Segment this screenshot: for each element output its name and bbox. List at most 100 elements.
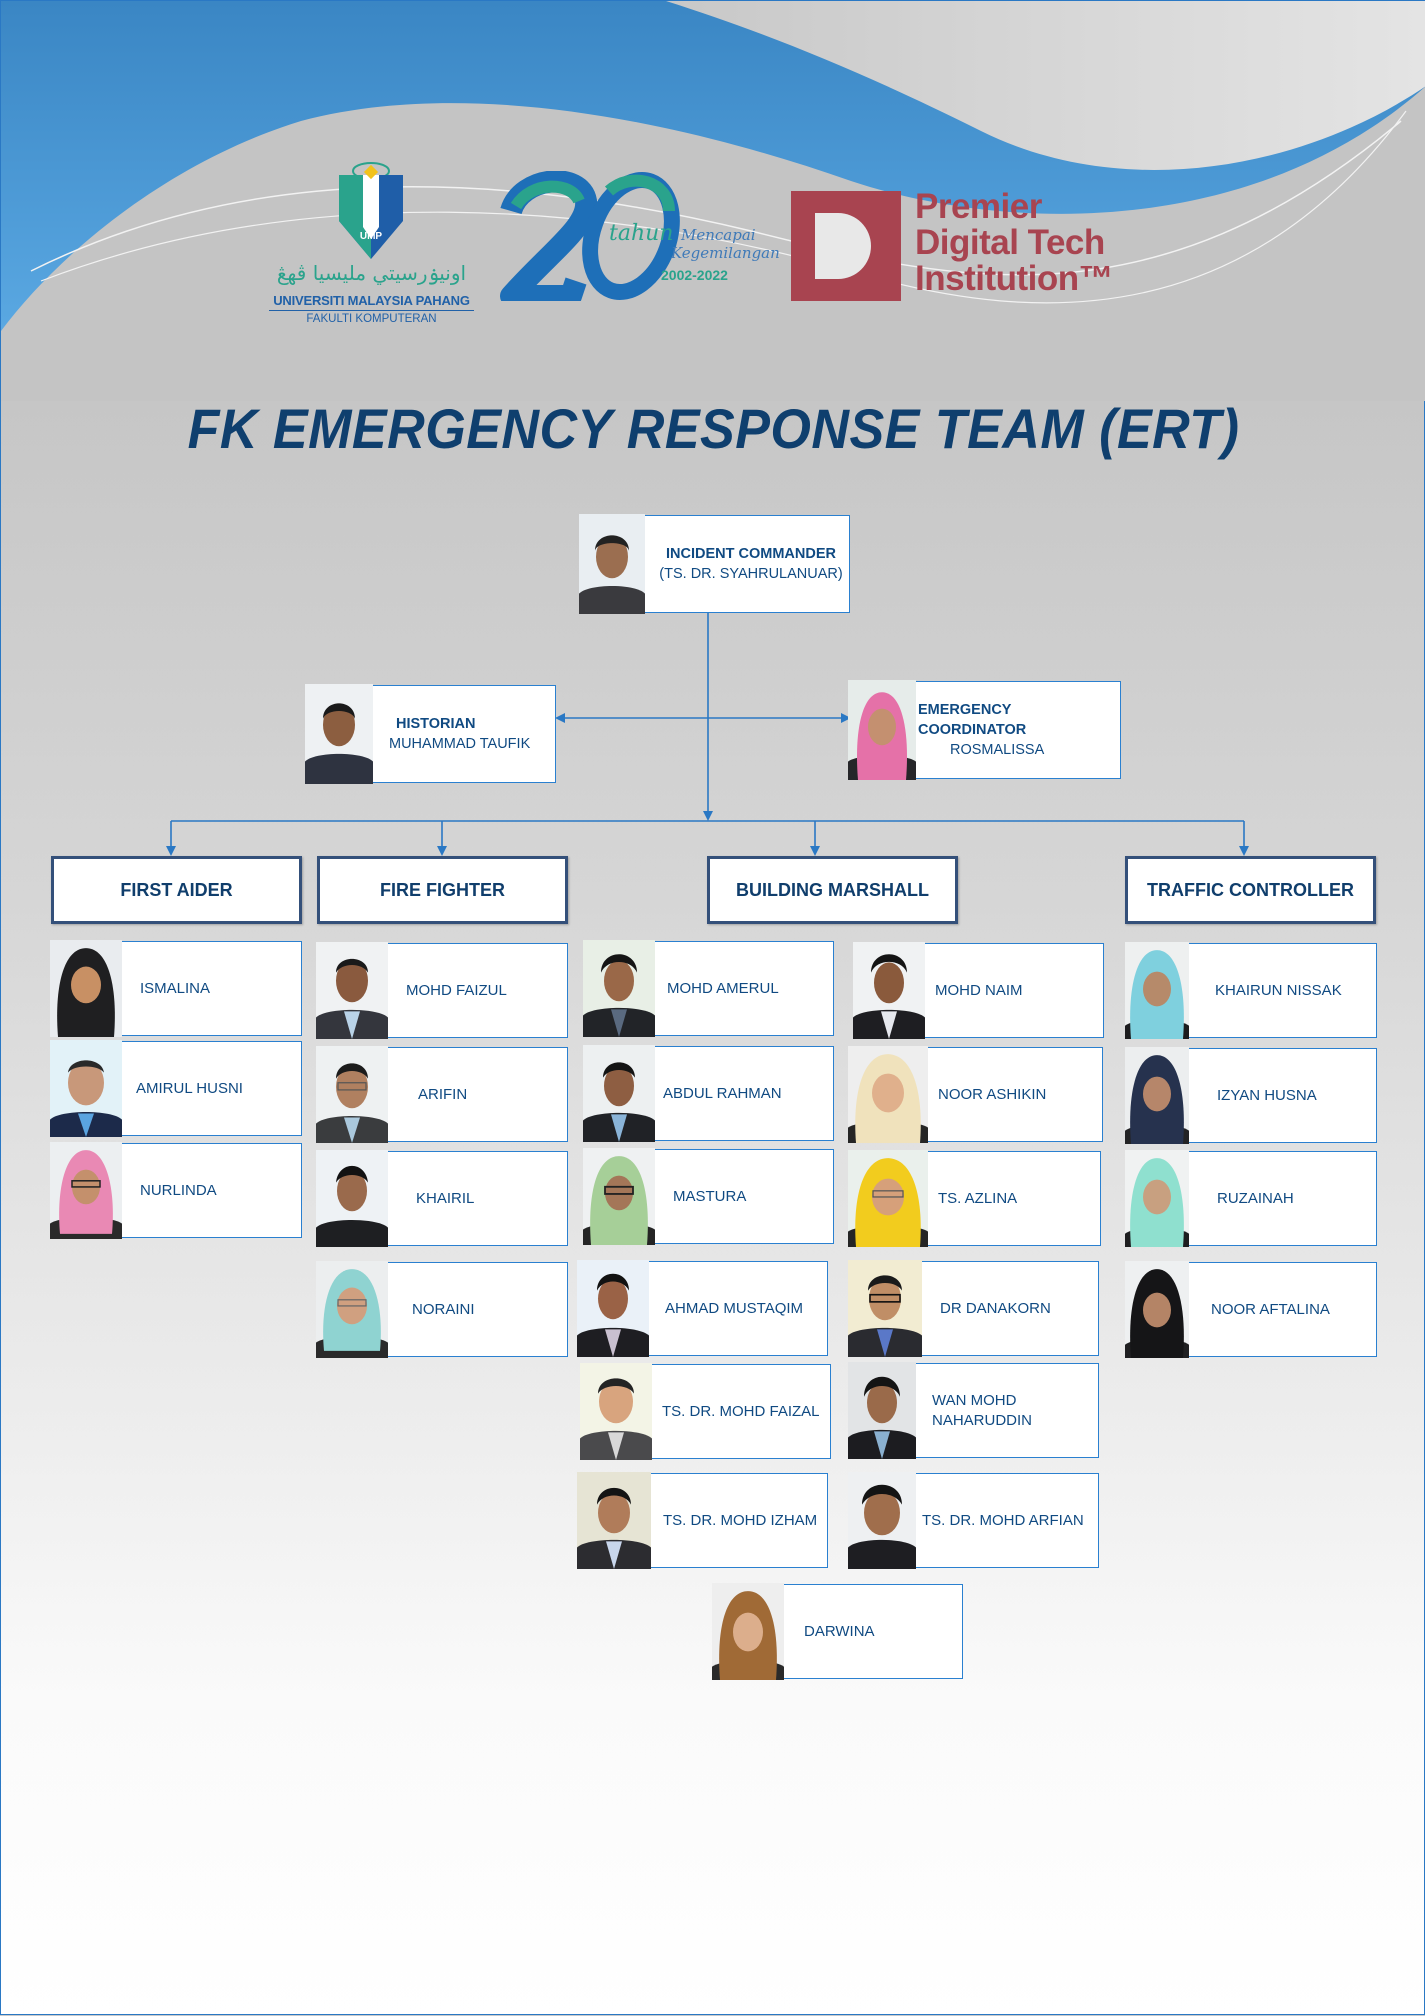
incident-commander-role: INCIDENT COMMANDER xyxy=(666,546,836,562)
avatar xyxy=(1125,1150,1189,1247)
pdt-d-icon xyxy=(791,191,901,301)
team-header-traffic-controller: TRAFFIC CONTROLLER xyxy=(1125,856,1376,924)
member-name: IZYAN HUSNA xyxy=(1217,1086,1317,1104)
avatar xyxy=(50,1142,122,1239)
member-card: DARWINA xyxy=(712,1583,963,1680)
team-header-first-aider: FIRST AIDER xyxy=(51,856,302,924)
member-card: ARIFIN xyxy=(316,1046,568,1143)
historian-role: HISTORIAN xyxy=(396,716,476,732)
member-card: TS. DR. MOHD ARFIAN xyxy=(848,1472,1099,1569)
avatar xyxy=(712,1583,784,1680)
member-card: NOOR ASHIKIN xyxy=(848,1046,1103,1143)
avatar xyxy=(316,1046,388,1143)
member-name: MOHD FAIZUL xyxy=(406,981,507,999)
member-card: DR DANAKORN xyxy=(848,1260,1099,1357)
pdt-line-3: Institution™ xyxy=(915,259,1114,298)
avatar xyxy=(848,1046,928,1143)
pdt-line-2: Digital Tech xyxy=(915,223,1105,262)
member-name: TS. DR. MOHD FAIZAL xyxy=(662,1402,820,1420)
historian-name: MUHAMMAD TAUFIK xyxy=(389,736,531,752)
avatar xyxy=(316,1261,388,1358)
ump-university-name: UNIVERSITI MALAYSIA PAHANG xyxy=(269,293,474,311)
avatar xyxy=(848,1150,928,1247)
member-name: MOHD NAIM xyxy=(935,981,1023,999)
historian-card: HISTORIAN MUHAMMAD TAUFIK xyxy=(305,684,556,784)
member-card: TS. DR. MOHD IZHAM xyxy=(577,1472,828,1569)
avatar xyxy=(583,1045,655,1142)
member-card: MASTURA xyxy=(583,1148,834,1245)
member-card: MOHD AMERUL xyxy=(583,940,834,1037)
member-name: NOOR AFTALINA xyxy=(1211,1300,1330,1318)
member-card: ABDUL RAHMAN xyxy=(583,1045,834,1142)
avatar xyxy=(1125,942,1189,1039)
anniversary-tagline-1: Mencapai xyxy=(681,226,756,244)
member-name: DR DANAKORN xyxy=(940,1299,1051,1317)
member-name: NORAINI xyxy=(412,1300,475,1318)
member-card: MOHD NAIM xyxy=(853,942,1104,1039)
team-header-fire-fighter: FIRE FIGHTER xyxy=(317,856,568,924)
member-name: TS. DR. MOHD ARFIAN xyxy=(922,1511,1084,1529)
avatar xyxy=(50,1040,122,1137)
ump-shield-icon: UMP xyxy=(339,162,403,259)
page-title: FK EMERGENCY RESPONSE TEAM (ERT) xyxy=(187,397,1240,460)
incident-commander-name: (TS. DR. SYAHRULANUAR) xyxy=(659,566,843,582)
avatar xyxy=(1125,1261,1189,1358)
member-name: KHAIRUN NISSAK xyxy=(1215,981,1342,999)
member-name: RUZAINAH xyxy=(1217,1189,1294,1207)
member-name-line-2: NAHARUDDIN xyxy=(932,1411,1033,1429)
member-name: MASTURA xyxy=(673,1187,747,1205)
member-name: MOHD AMERUL xyxy=(667,979,779,997)
member-name: ABDUL RAHMAN xyxy=(663,1084,782,1102)
member-name: AMIRUL HUSNI xyxy=(136,1079,243,1097)
avatar xyxy=(848,680,916,780)
member-card: TS. DR. MOHD FAIZAL xyxy=(580,1363,831,1460)
member-card: RUZAINAH xyxy=(1125,1150,1377,1247)
member-card: NORAINI xyxy=(316,1261,568,1358)
member-card: KHAIRIL xyxy=(316,1150,568,1247)
anniversary-tagline-2: Kegemilangan xyxy=(671,244,780,262)
member-name: ARIFIN xyxy=(418,1085,468,1103)
member-card: NOOR AFTALINA xyxy=(1125,1261,1377,1358)
member-card: TS. AZLINA xyxy=(848,1150,1101,1247)
member-name: ISMALINA xyxy=(140,979,211,997)
avatar xyxy=(848,1472,916,1569)
avatar xyxy=(583,1148,655,1245)
anniversary-20-icon xyxy=(500,171,680,301)
member-card: MOHD FAIZUL xyxy=(316,942,568,1039)
member-card: IZYAN HUSNA xyxy=(1125,1047,1377,1144)
avatar xyxy=(848,1260,922,1357)
anniversary-years: 2002-2022 xyxy=(661,267,728,283)
anniversary-tahun: tahun xyxy=(609,221,674,246)
team-header-building-marshall: BUILDING MARSHALL xyxy=(707,856,958,924)
member-name: DARWINA xyxy=(804,1622,875,1640)
member-card: AHMAD MUSTAQIM xyxy=(577,1260,828,1357)
member-card: NURLINDA xyxy=(50,1142,302,1239)
svg-text:UMP: UMP xyxy=(360,231,383,242)
member-name: AHMAD MUSTAQIM xyxy=(665,1299,804,1317)
avatar xyxy=(305,684,373,784)
member-name-line-1: WAN MOHD xyxy=(932,1391,1017,1409)
ump-logo: UMP اونيۏرسيتي مليسيا ڤهڠ UNIVERSITI MAL… xyxy=(269,161,474,331)
pdt-line-1: Premier xyxy=(915,187,1042,226)
member-name: TS. AZLINA xyxy=(938,1189,1018,1207)
member-name: NOOR ASHIKIN xyxy=(938,1085,1047,1103)
anniversary-logo: tahun Mencapai Kegemilangan 2002-2022 xyxy=(491,171,781,301)
header-background-swoosh xyxy=(1,1,1425,401)
emergency-coordinator-role: EMERGENCY COORDINATOR xyxy=(918,702,1027,738)
avatar xyxy=(579,514,645,614)
member-card: AMIRUL HUSNI xyxy=(50,1040,302,1137)
pdt-logo: Premier Digital Tech Institution™ xyxy=(791,187,1181,303)
avatar xyxy=(583,940,655,1037)
avatar xyxy=(1125,1047,1189,1144)
ump-faculty-name: FAKULTI KOMPUTERAN xyxy=(306,313,437,325)
member-card: ISMALINA xyxy=(50,940,302,1037)
member-name: NURLINDA xyxy=(140,1181,217,1199)
emergency-coordinator-name: ROSMALISSA xyxy=(950,742,1045,758)
avatar xyxy=(50,940,122,1037)
member-card: KHAIRUN NISSAK xyxy=(1125,942,1377,1039)
avatar xyxy=(316,942,388,1039)
avatar xyxy=(853,942,925,1039)
emergency-coordinator-card: EMERGENCY COORDINATOR ROSMALISSA xyxy=(848,680,1121,780)
member-name: TS. DR. MOHD IZHAM xyxy=(663,1511,818,1529)
avatar xyxy=(577,1260,649,1357)
